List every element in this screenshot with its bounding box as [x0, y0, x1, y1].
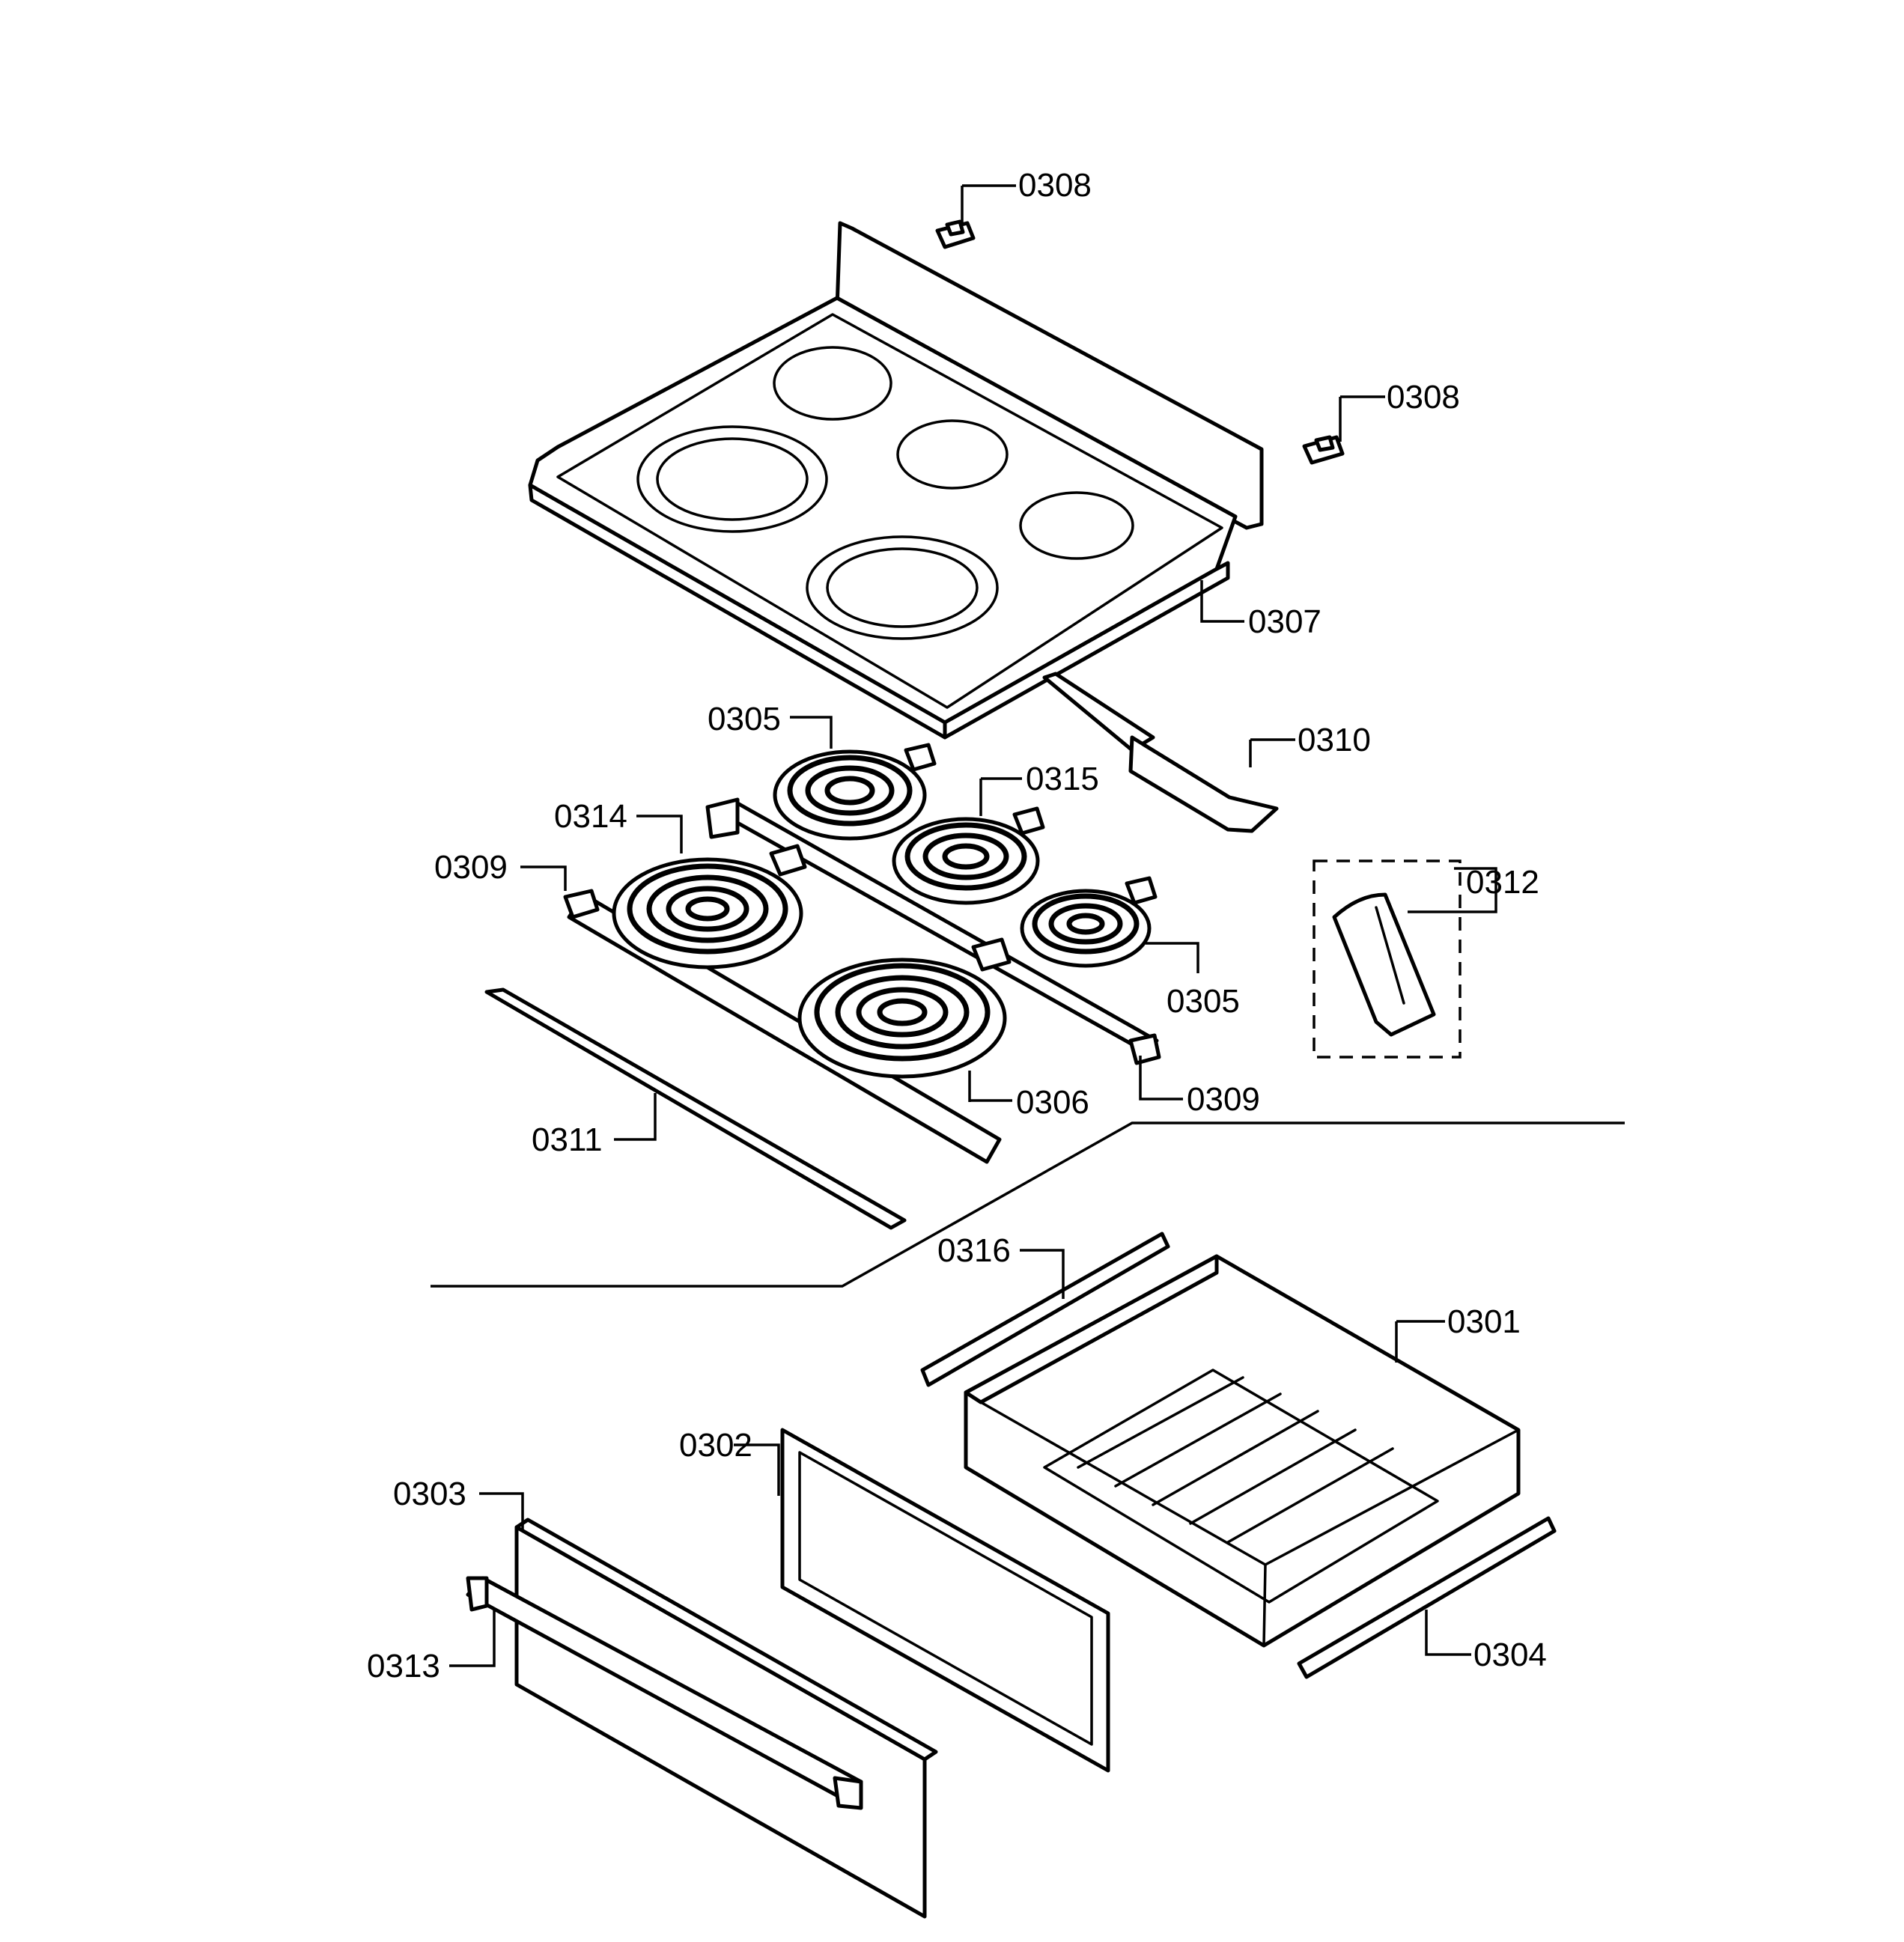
label-0301: 0301: [1447, 1303, 1521, 1340]
label-0308-right: 0308: [1387, 379, 1460, 416]
element-0305-top: [773, 743, 937, 841]
label-0312: 0312: [1466, 864, 1539, 901]
bracket-0309-right: [1128, 1033, 1161, 1065]
label-0307: 0307: [1248, 603, 1321, 640]
label-0314: 0314: [554, 798, 627, 835]
handle-0313: [466, 1576, 863, 1810]
label-0309-right: 0309: [1187, 1081, 1260, 1118]
label-0308-top: 0308: [1018, 167, 1092, 204]
label-0313: 0313: [367, 1648, 440, 1684]
strip-0311: [484, 987, 907, 1230]
leader-lines: [449, 184, 1497, 1667]
element-0314: [612, 844, 807, 970]
rail-0316: [920, 1232, 1170, 1387]
label-0309-left: 0309: [434, 849, 508, 886]
label-0303: 0303: [393, 1476, 466, 1512]
part-0312: [1313, 859, 1462, 1059]
label-0306: 0306: [1016, 1084, 1089, 1121]
label-0311: 0311: [532, 1121, 603, 1158]
element-0315: [892, 806, 1045, 905]
label-0315: 0315: [1026, 761, 1099, 797]
door-panel-0302: [780, 1428, 1110, 1773]
label-0310: 0310: [1298, 722, 1371, 758]
label-0305-right: 0305: [1167, 983, 1240, 1020]
element-0305-right: [1020, 876, 1158, 968]
label-0302: 0302: [679, 1427, 752, 1464]
label-0316: 0316: [937, 1232, 1011, 1269]
clip-0308-right: [1302, 435, 1345, 465]
drawer-0301: [964, 1254, 1521, 1648]
rail-0304: [1297, 1516, 1557, 1679]
label-0305-top: 0305: [708, 701, 781, 737]
section-separator: [431, 1121, 1625, 1288]
bracket-0309-left: [563, 889, 600, 919]
clip-0308-top: [935, 219, 976, 249]
element-0306: [797, 937, 1012, 1079]
label-0304: 0304: [1473, 1637, 1547, 1673]
cooktop-0307: [528, 221, 1264, 740]
bracket-0310: [1042, 672, 1279, 833]
